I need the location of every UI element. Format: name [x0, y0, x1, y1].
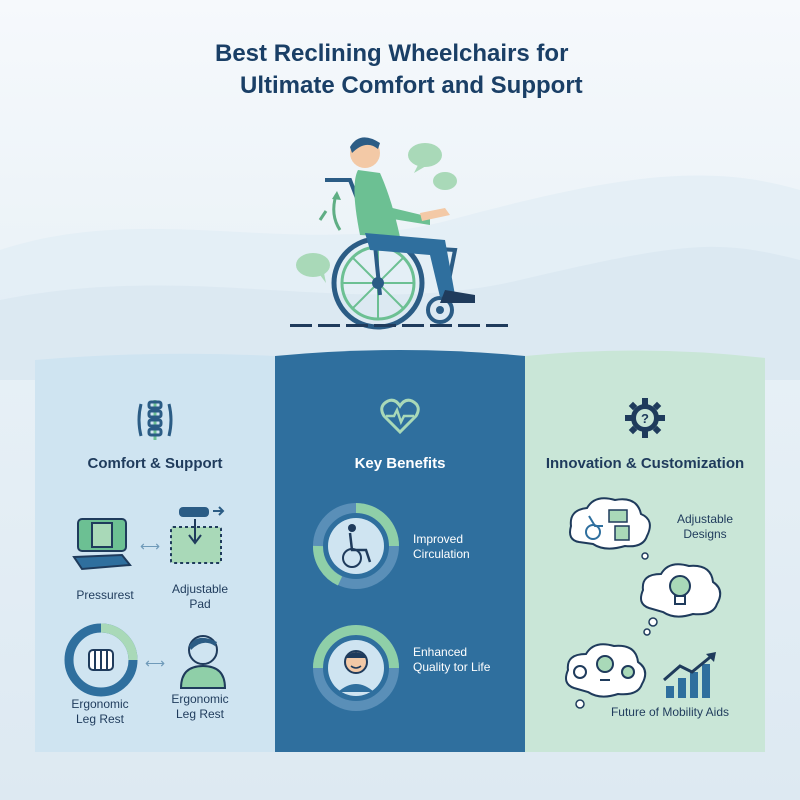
ground-line — [290, 324, 510, 327]
ergonomic-line-1: Ergonomic — [71, 697, 129, 711]
panel-wave-edge — [275, 350, 525, 370]
designs-line-2: Designs — [683, 527, 727, 541]
adjustable-line-1: Adjustable — [676, 512, 734, 526]
adjustable-pad-line-2: Pad — [189, 597, 211, 611]
double-arrow-icon: ⟷ — [140, 538, 161, 554]
title-line-2: Ultimate Comfort and Support — [240, 72, 583, 99]
adjustable-pad-icon — [170, 506, 225, 564]
circulation-line-2: Circulation — [413, 547, 470, 561]
item-label-pressurest: Pressurest — [76, 588, 134, 602]
spine-icon — [137, 400, 173, 440]
panel-key-benefits: Key Benefits Improved Circulation Enhanc… — [275, 350, 525, 752]
reclining-wheelchair-illustration-icon — [296, 137, 475, 330]
panel-wave-edge — [525, 350, 765, 370]
leg-rest-line-2: Leg Rest — [75, 712, 125, 726]
improved-line-1: Improved — [413, 532, 464, 546]
panel-wave-edge — [35, 353, 275, 370]
speech-cloud-icon — [408, 143, 442, 167]
ergonomic-line-1b: Ergonomic — [171, 692, 229, 706]
speech-cloud-icon — [296, 253, 330, 277]
item-label-enhanced-quality: Enhanced Quality tor Life — [413, 645, 523, 675]
pressure-cushion-icon — [72, 518, 132, 571]
smiling-person-ring-icon — [313, 625, 399, 711]
adjustable-pad-line-1: Adjustable — [171, 582, 229, 596]
person-avatar-icon — [179, 635, 227, 689]
hero-section: Best Reclining Wheelchairs for Ultimate … — [0, 0, 800, 380]
hero-background-waves — [0, 175, 800, 380]
title-line-1: Best Reclining Wheelchairs for — [215, 40, 569, 67]
item-label-future-mobility: Future of Mobility Aids — [610, 705, 730, 719]
item-label-improved-circulation: Improved Circulation — [413, 532, 523, 562]
gear-question-icon: ? — [625, 398, 665, 438]
panel-title: Innovation & Customization — [545, 455, 745, 472]
panel-title: Comfort & Support — [87, 455, 223, 472]
enhanced-line-1: Enhanced — [413, 645, 468, 659]
leg-rest-ring-icon — [64, 623, 138, 697]
heart-pulse-icon — [380, 398, 420, 434]
panel-comfort-support: Comfort & Support ⟷ Pressurest Adjustabl… — [35, 353, 275, 752]
speech-cloud-icon — [433, 172, 457, 190]
idea-cloud-icon — [565, 643, 647, 709]
double-arrow-icon: ⟷ — [145, 655, 166, 671]
panel-title: Key Benefits — [354, 455, 446, 472]
item-label-ergonomic-leg-rest-2: Ergonomic Leg Rest — [155, 692, 245, 722]
item-label-adjustable-pad: Adjustable Pad — [160, 582, 240, 612]
quality-line-2: Quality tor Life — [413, 660, 491, 674]
item-label-ergonomic-leg-rest: Ergonomic Leg Rest — [55, 697, 145, 727]
leg-rest-line-2b: Leg Rest — [175, 707, 225, 721]
panel-innovation-customization: ? Innovation & Customization Adjustable … — [525, 350, 765, 752]
item-label-adjustable-designs: Adjustable Designs — [655, 512, 755, 542]
growth-chart-icon — [663, 652, 716, 698]
wheelchair-ring-icon — [312, 503, 399, 589]
svg-text:?: ? — [641, 411, 649, 426]
design-cloud-icon — [569, 497, 651, 560]
lightbulb-cloud-icon — [640, 563, 722, 636]
